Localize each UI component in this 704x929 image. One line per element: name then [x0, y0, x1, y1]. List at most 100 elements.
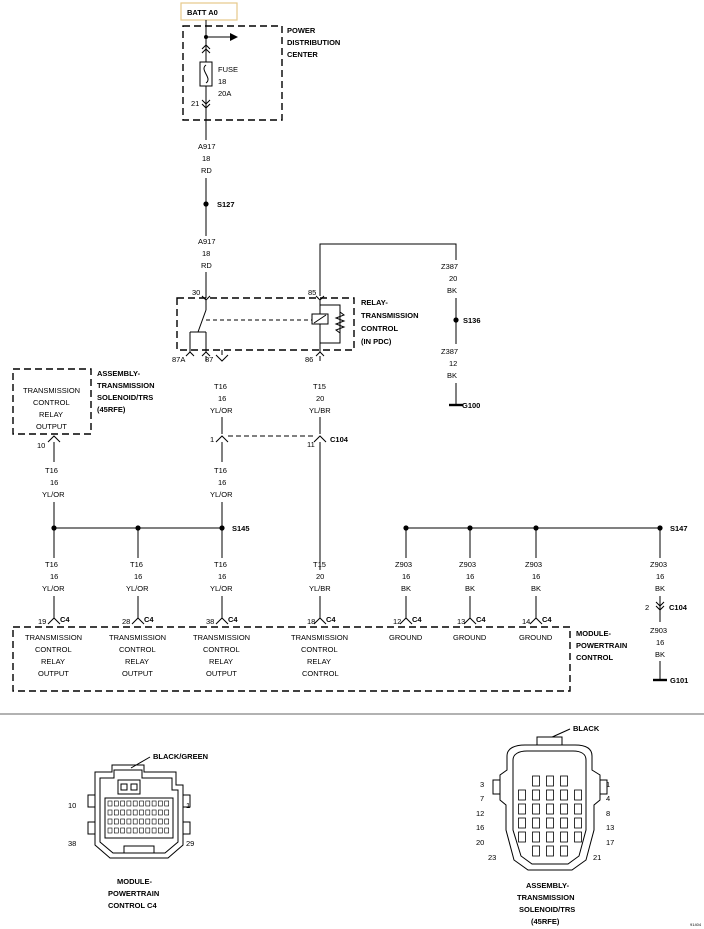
svg-text:MODULE-: MODULE-	[576, 629, 611, 638]
relay-pin-87a: 87A	[172, 355, 185, 364]
pcm-c4-cavity	[107, 809, 113, 816]
svg-text:18: 18	[202, 249, 210, 258]
solenoid-cavity	[546, 789, 554, 801]
fuse-label: FUSE 18 20A	[218, 65, 238, 98]
pcm-function-5: GROUND	[389, 633, 423, 642]
svg-text:20: 20	[316, 394, 324, 403]
pcm-c4-cavity	[132, 827, 138, 834]
svg-text:T16: T16	[214, 466, 227, 475]
pcm-c4-cavity	[114, 809, 119, 816]
c104-right-pin: 2	[645, 603, 649, 612]
pcm-function-7: GROUND	[519, 633, 553, 642]
pcm-c4-pin-29: 29	[186, 839, 194, 848]
pcm-c4-cavity	[139, 827, 144, 834]
z903-after-label: Z903 16 BK	[650, 626, 667, 659]
batt-label: BATT A0	[187, 8, 218, 17]
pcm-c4-cavity	[145, 809, 151, 816]
svg-text:18: 18	[218, 77, 226, 86]
c104-pin-left: 1	[210, 435, 214, 444]
solenoid-cavity	[546, 817, 554, 829]
svg-text:16: 16	[50, 572, 58, 581]
s145-label: S145	[232, 524, 250, 533]
wire-label-6: Z903 16 BK	[459, 560, 476, 593]
solenoid-cavity	[532, 789, 540, 801]
batt-box	[180, 2, 238, 21]
pcm-title: MODULE- POWERTRAIN CONTROL	[576, 629, 627, 662]
s127-label: S127	[217, 200, 235, 209]
svg-text:Z387: Z387	[441, 347, 458, 356]
svg-text:RD: RD	[201, 261, 212, 270]
svg-text:BK: BK	[447, 286, 457, 295]
solenoid-title: ASSEMBLY- TRANSMISSION SOLENOID/TRS (45R…	[517, 881, 575, 926]
pcm-c4-cavity	[158, 827, 163, 834]
svg-text:T15: T15	[313, 382, 326, 391]
svg-text:BK: BK	[655, 650, 665, 659]
pcm-c4-cavity	[114, 800, 119, 807]
svg-text:Z387: Z387	[441, 262, 458, 271]
pcm-c4-cavity	[151, 818, 157, 825]
svg-text:3: 3	[480, 780, 484, 789]
solenoid-cavity	[546, 775, 554, 787]
s147-label: S147	[670, 524, 688, 533]
asm-title-label: ASSEMBLY- TRANSMISSION SOLENOID/TRS (45R…	[97, 369, 155, 414]
pcm-box	[12, 626, 571, 692]
svg-text:A917: A917	[198, 142, 216, 151]
pcm-c4-cavity	[145, 800, 151, 807]
pcm-c4-cavity	[126, 818, 132, 825]
svg-text:38: 38	[206, 617, 214, 626]
svg-text:16: 16	[134, 572, 142, 581]
relay-box	[176, 297, 355, 351]
fuse-pin: 21	[191, 99, 199, 108]
svg-text:MODULE-: MODULE-	[117, 877, 152, 886]
wire-label-7: Z903 16 BK	[525, 560, 542, 593]
solenoid-cavity	[518, 789, 526, 801]
solenoid-cavity	[518, 831, 526, 843]
svg-text:TRANSMISSION: TRANSMISSION	[23, 386, 80, 395]
wire-label-2: T16 16 YL/OR	[126, 560, 149, 593]
pcm-c4-pin-1: 1	[186, 801, 190, 810]
pcm-c4-cavity	[132, 800, 138, 807]
pcm-c4-cavity	[132, 809, 138, 816]
pcm-c4-cavity	[158, 818, 163, 825]
relay-pin-87: 87	[205, 355, 213, 364]
svg-text:C4: C4	[60, 615, 70, 624]
t16-relay-label: T16 16 YL/OR	[210, 382, 233, 415]
svg-text:TRANSMISSION: TRANSMISSION	[193, 633, 250, 642]
svg-text:OUTPUT: OUTPUT	[36, 422, 67, 431]
solenoid-cavity	[532, 775, 540, 787]
svg-text:16: 16	[218, 572, 226, 581]
svg-text:TRANSMISSION: TRANSMISSION	[109, 633, 166, 642]
svg-text:17: 17	[606, 838, 614, 847]
pcm-c4-cavity	[126, 827, 132, 834]
svg-text:RELAY: RELAY	[125, 657, 149, 666]
solenoid-cavity	[518, 817, 526, 829]
svg-text:BK: BK	[465, 584, 475, 593]
svg-text:RELAY-: RELAY-	[361, 298, 388, 307]
svg-text:(45RFE): (45RFE)	[97, 405, 126, 414]
svg-text:POWERTRAIN: POWERTRAIN	[576, 641, 627, 650]
pcm-c4-cavity	[139, 809, 144, 816]
solenoid-connector-icon: BLACK	[492, 724, 608, 871]
svg-text:BLACK: BLACK	[573, 724, 600, 733]
solenoid-cavity	[560, 831, 568, 843]
c104-right-label: C104	[669, 603, 688, 612]
svg-text:20A: 20A	[218, 89, 231, 98]
c4-pins: 19 28 38 18 12 13 14 C4 C4 C4 C4 C4 C4 C…	[38, 615, 552, 626]
pcm-function-6: GROUND	[453, 633, 487, 642]
svg-text:ASSEMBLY-: ASSEMBLY-	[97, 369, 141, 378]
svg-text:RELAY: RELAY	[209, 657, 233, 666]
svg-text:CONTROL: CONTROL	[576, 653, 613, 662]
svg-text:19: 19	[38, 617, 46, 626]
solenoid-cavity	[574, 789, 582, 801]
wire-label-5: Z903 16 BK	[395, 560, 412, 593]
svg-text:SOLENOID/TRS: SOLENOID/TRS	[97, 393, 153, 402]
pcm-c4-cavity	[132, 818, 138, 825]
t16-asm-label: T16 16 YL/OR	[42, 466, 65, 499]
svg-text:YL/OR: YL/OR	[210, 584, 233, 593]
svg-text:16: 16	[402, 572, 410, 581]
pcm-c4-cavity	[151, 809, 157, 816]
solenoid-cavity	[546, 803, 554, 815]
svg-text:C4: C4	[326, 615, 336, 624]
splice-s145	[219, 525, 225, 531]
